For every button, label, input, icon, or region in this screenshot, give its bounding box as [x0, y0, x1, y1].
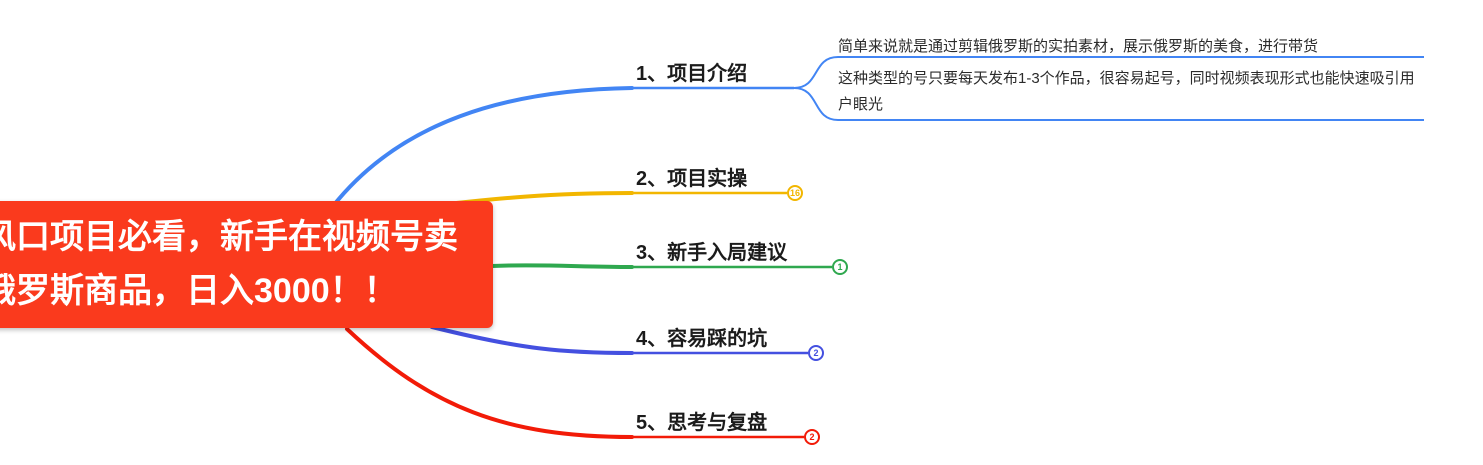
branch-5-curve — [345, 327, 634, 439]
topic-branch-3[interactable]: 3、新手入局建议 — [636, 242, 788, 264]
collapse-badge-branch-4[interactable]: 2 — [808, 345, 824, 361]
note-2-connector — [793, 87, 839, 121]
central-topic[interactable]: 风口项目必看，新手在视频号卖 俄罗斯商品，日入3000！！ — [0, 201, 493, 328]
topic-branch-1[interactable]: 1、项目介绍 — [636, 63, 748, 85]
branch-3-curve — [490, 263, 634, 269]
note-1-connector — [793, 56, 839, 89]
note-topic-1[interactable]: 简单来说就是通过剪辑俄罗斯的实拍素材，展示俄罗斯的美食，进行带货 — [838, 38, 1319, 55]
collapse-badge-branch-5[interactable]: 2 — [804, 429, 820, 445]
central-topic-line2: 俄罗斯商品，日入3000！！ — [0, 271, 398, 310]
topic-branch-5[interactable]: 5、思考与复盘 — [636, 412, 768, 434]
topic-branch-2[interactable]: 2、项目实操 — [636, 168, 748, 190]
collapse-badge-branch-3[interactable]: 1 — [832, 259, 848, 275]
collapse-badge-branch-2[interactable]: 16 — [787, 185, 803, 201]
central-topic-line1: 风口项目必看，新手在视频号卖 — [0, 217, 458, 256]
branch-4-curve — [430, 325, 634, 355]
note-topic-2[interactable]: 这种类型的号只要每天发布1-3个作品，很容易起号，同时视频表现形式也能快速吸引用… — [838, 70, 1415, 113]
topic-branch-4[interactable]: 4、容易踩的坑 — [636, 328, 768, 350]
branch-1-curve — [331, 86, 634, 208]
